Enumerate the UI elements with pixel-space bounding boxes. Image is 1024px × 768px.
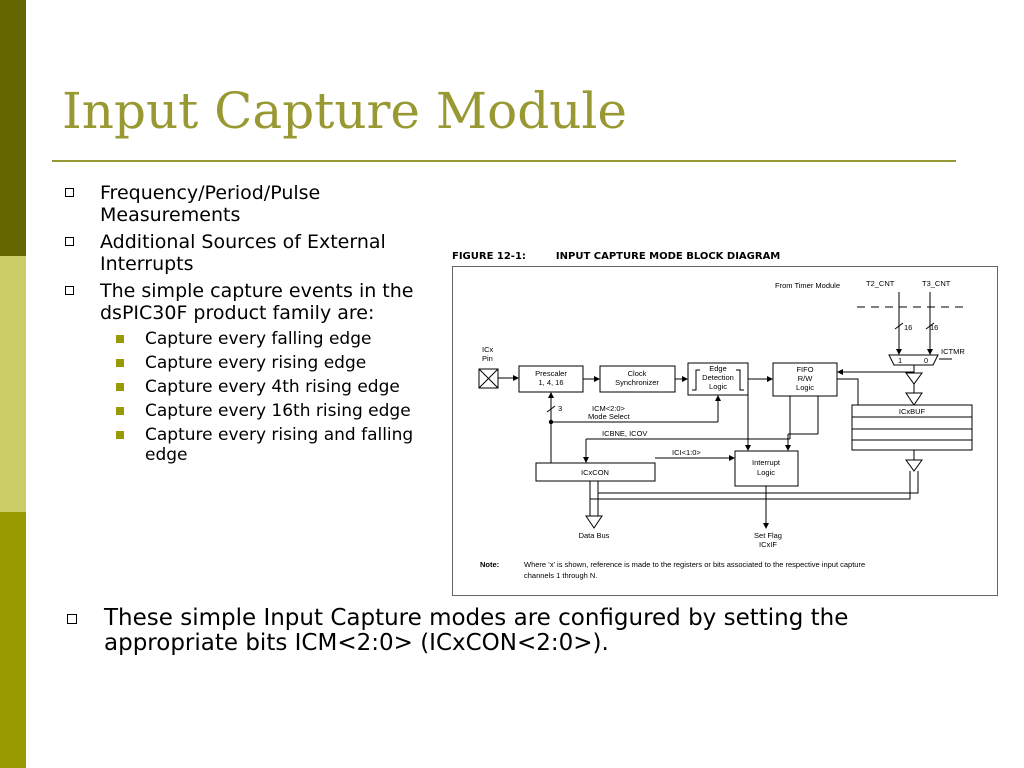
bus-width-label: 16 bbox=[930, 323, 938, 332]
bullet-text: The simple capture events in the dsPIC30… bbox=[100, 280, 414, 324]
prescaler-values: 1, 4, 16 bbox=[538, 378, 563, 387]
t2-cnt-label: T2_CNT bbox=[866, 279, 895, 288]
buffer-input-arrow bbox=[905, 392, 923, 406]
figure-caption: FIGURE 12-1: INPUT CAPTURE MODE BLOCK DIA… bbox=[452, 251, 780, 262]
fifo-logic-label: Logic bbox=[796, 383, 814, 392]
note-text: Where ‘x’ is shown, reference is made to… bbox=[524, 560, 865, 569]
sub-bullet-list: Capture every falling edge Capture every… bbox=[100, 329, 442, 465]
icxcon-block bbox=[535, 462, 656, 482]
sub-bullet-text: Capture every 16th rising edge bbox=[145, 401, 411, 421]
t3-cnt-label: T3_CNT bbox=[922, 279, 951, 288]
figure-number: FIGURE 12-1: bbox=[452, 251, 526, 262]
sub-bullet-item: Capture every 4th rising edge bbox=[100, 377, 442, 397]
bullet-list: Frequency/Period/Pulse Measurements Addi… bbox=[62, 182, 442, 470]
clock-label: Clock bbox=[628, 369, 647, 378]
sub-bullet-text: Capture every falling edge bbox=[145, 329, 372, 349]
prescaler-label: Prescaler bbox=[535, 369, 567, 378]
bottom-bullet-text: These simple Input Capture modes are con… bbox=[104, 605, 849, 656]
icxif-label: ICxIF bbox=[759, 540, 777, 549]
fifo-to-buffer-wire bbox=[837, 378, 859, 409]
figure-title: INPUT CAPTURE MODE BLOCK DIAGRAM bbox=[555, 251, 781, 262]
icm-label: ICM<2:0> bbox=[592, 404, 626, 413]
edge-label: Edge bbox=[709, 364, 727, 373]
edge-up-symbol bbox=[692, 369, 700, 391]
clock-synchronizer-block bbox=[599, 365, 676, 393]
bottom-bullet-item: These simple Input Capture modes are con… bbox=[62, 606, 982, 656]
mux-output-arrow bbox=[905, 372, 923, 385]
set-flag-label: Set Flag bbox=[754, 531, 782, 540]
sub-bullet-text: Capture every rising and falling edge bbox=[145, 425, 414, 465]
note-text: channels 1 through N. bbox=[524, 571, 597, 580]
bottom-bullet-list: These simple Input Capture modes are con… bbox=[62, 606, 982, 656]
synchronizer-label: Synchronizer bbox=[615, 378, 659, 387]
mux-input-0: 0 bbox=[924, 356, 928, 365]
sub-bullet-text: Capture every 4th rising edge bbox=[145, 377, 400, 397]
edge-down-symbol bbox=[736, 369, 744, 391]
interrupt-logic-label: Logic bbox=[757, 468, 775, 477]
fifo-rw-label: R/W bbox=[798, 374, 814, 383]
data-bus-label: Data Bus bbox=[579, 531, 610, 540]
edge-detection-block bbox=[687, 362, 749, 396]
bullet-item: Frequency/Period/Pulse Measurements bbox=[62, 182, 442, 226]
data-bus bbox=[597, 471, 919, 494]
sub-bullet-item: Capture every falling edge bbox=[100, 329, 442, 349]
fifo-label: FIFO bbox=[796, 365, 813, 374]
bus-slash bbox=[894, 322, 904, 330]
edge-logic-label: Logic bbox=[709, 382, 727, 391]
bullet-item: The simple capture events in the dsPIC30… bbox=[62, 280, 442, 465]
sidebar-stripe-bottom bbox=[0, 512, 26, 768]
block-diagram: From Timer Module T2_CNT T3_CNT 16 16 1 … bbox=[452, 266, 998, 596]
bus-width-label: 16 bbox=[904, 323, 912, 332]
slide-title: Input Capture Module bbox=[62, 82, 627, 140]
icx-label: ICx bbox=[482, 345, 494, 354]
data-bus-arrow bbox=[585, 515, 603, 529]
sub-bullet-item: Capture every 16th rising edge bbox=[100, 401, 442, 421]
mode-select-label: Mode Select bbox=[588, 412, 631, 421]
timer-mux bbox=[888, 354, 939, 366]
bullet-text: Additional Sources of External Interrupt… bbox=[100, 231, 386, 275]
bullet-text: Frequency/Period/Pulse Measurements bbox=[100, 182, 321, 226]
icbne-label: ICBNE, ICOV bbox=[602, 429, 647, 438]
ictmr-label: ICTMR bbox=[941, 347, 965, 356]
icxcon-label: ICxCON bbox=[581, 468, 609, 477]
sub-bullet-item: Capture every rising and falling edge bbox=[100, 425, 442, 465]
icxbuf-label: ICxBUF bbox=[899, 407, 926, 416]
data-bus bbox=[589, 471, 911, 500]
mux-input-1: 1 bbox=[898, 356, 902, 365]
pin-label: Pin bbox=[482, 354, 493, 363]
prescaler-block bbox=[518, 365, 584, 393]
buffer-output-arrow bbox=[905, 459, 923, 472]
sidebar-stripe-middle bbox=[0, 256, 26, 512]
from-timer-label: From Timer Module bbox=[775, 281, 840, 290]
ici-label: ICI<1:0> bbox=[672, 448, 701, 457]
diagram-frame bbox=[452, 266, 998, 596]
sidebar-stripe-top bbox=[0, 0, 26, 256]
sub-bullet-item: Capture every rising edge bbox=[100, 353, 442, 373]
mode-select-slash bbox=[546, 405, 556, 413]
note-label: Note: bbox=[480, 560, 499, 569]
interrupt-label: Interrupt bbox=[752, 458, 781, 467]
bus-slash bbox=[925, 322, 935, 330]
bullet-item: Additional Sources of External Interrupt… bbox=[62, 231, 442, 275]
mode-width-label: 3 bbox=[558, 404, 562, 413]
sub-bullet-text: Capture every rising edge bbox=[145, 353, 367, 373]
title-divider bbox=[52, 160, 956, 162]
icx-pin-cross bbox=[478, 368, 499, 389]
detection-label: Detection bbox=[702, 373, 734, 382]
icxbuf-block bbox=[851, 404, 973, 451]
